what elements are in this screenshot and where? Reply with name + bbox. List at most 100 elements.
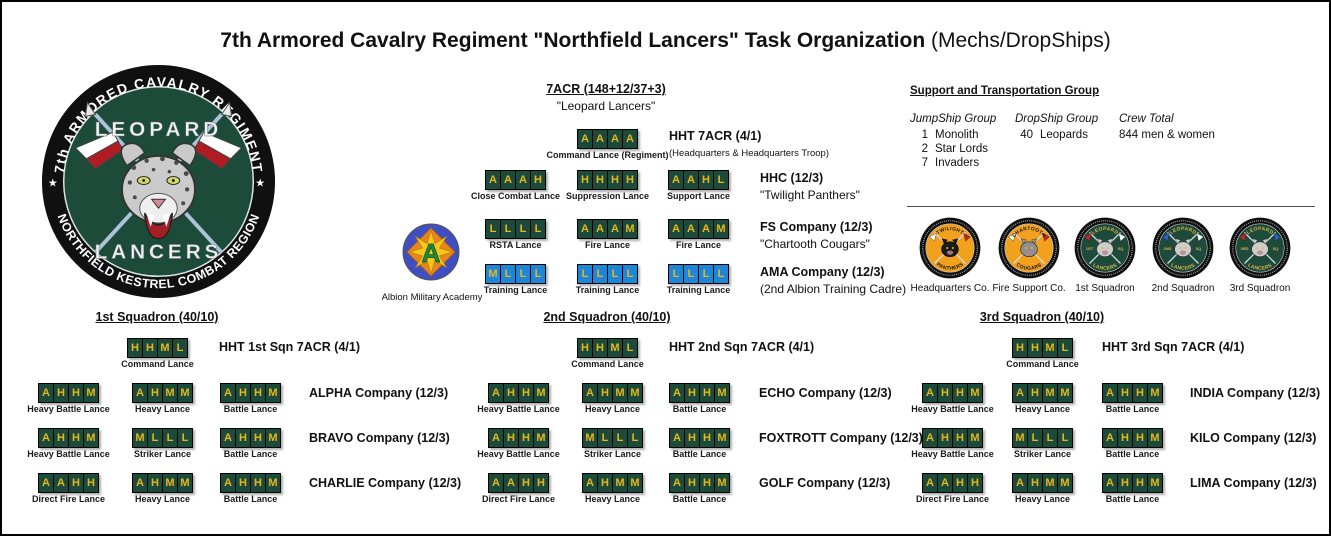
mech-class-box: A bbox=[38, 473, 54, 493]
mech-class-box: H bbox=[684, 383, 700, 403]
badge-label-headquarters-co: Headquarters Co. bbox=[910, 283, 990, 294]
badge-label-fire-support-co: Fire Support Co. bbox=[992, 283, 1066, 294]
mech-class-box: M bbox=[265, 383, 281, 403]
mech-class-box: A bbox=[1012, 473, 1028, 493]
mech-class-box: M bbox=[1057, 383, 1073, 403]
mech-class-box: M bbox=[967, 428, 983, 448]
mech-class-box: M bbox=[627, 383, 643, 403]
mech-class-box: H bbox=[250, 383, 266, 403]
mech-class-box: H bbox=[952, 383, 968, 403]
hht-regiment-subtitle: (Headquarters & Headquarters Troop) bbox=[669, 148, 829, 159]
mech-class-box: A bbox=[922, 428, 938, 448]
mech-class-box: M bbox=[162, 473, 178, 493]
academy-letter-a: A bbox=[421, 238, 440, 268]
mech-class-box: A bbox=[607, 219, 623, 239]
page-title-main: 7th Armored Cavalry Regiment "Northfield… bbox=[220, 29, 926, 52]
hq-nickname: "Leopard Lancers" bbox=[556, 99, 656, 113]
mech-class-box: A bbox=[1012, 383, 1028, 403]
jumpship-group-title: JumpShip Group bbox=[910, 113, 997, 125]
mech-class-box: M bbox=[622, 219, 638, 239]
lance-label: Training Lance bbox=[575, 285, 640, 295]
lance-label: Direct Fire Lance bbox=[481, 494, 556, 504]
mech-class-box: M bbox=[714, 428, 730, 448]
hht-regiment-title: HHT 7ACR (4/1) bbox=[669, 129, 762, 143]
hht-title-sqn-2: HHT 2nd Sqn 7ACR (4/1) bbox=[669, 340, 815, 354]
mech-class-box: H bbox=[1132, 473, 1148, 493]
mech-class-box: M bbox=[1147, 428, 1163, 448]
svg-text:LEOPARD: LEOPARD bbox=[1246, 226, 1275, 236]
svg-text:2ND: 2ND bbox=[1163, 246, 1171, 251]
company-subtitle-fs-company-12-3: "Chartooth Cougars" bbox=[760, 237, 870, 251]
badge-label-2nd-squadron: 2nd Squadron bbox=[1151, 283, 1215, 294]
mech-class-box: L bbox=[698, 264, 714, 284]
crest-star-left-icon: ★ bbox=[48, 177, 58, 189]
mech-class-box: H bbox=[533, 473, 549, 493]
mech-class-box: M bbox=[265, 428, 281, 448]
mech-class-box: H bbox=[699, 473, 715, 493]
lance-label: Close Combat Lance bbox=[470, 191, 561, 201]
lance-label: Striker Lance bbox=[133, 449, 192, 459]
lance-label: Fire Lance bbox=[675, 240, 722, 250]
mech-class-box: L bbox=[683, 264, 699, 284]
crest-star-right-icon: ★ bbox=[255, 177, 265, 189]
mech-class-box: L bbox=[627, 428, 643, 448]
mech-class-box: M bbox=[177, 383, 193, 403]
mech-class-box: M bbox=[627, 473, 643, 493]
mech-class-box: L bbox=[177, 428, 193, 448]
mech-class-box: H bbox=[68, 473, 84, 493]
mech-class-box: L bbox=[1042, 428, 1058, 448]
lance-label: Heavy Battle Lance bbox=[911, 404, 994, 414]
mech-class-box: H bbox=[577, 170, 593, 190]
mech-class-box: L bbox=[500, 219, 516, 239]
lance-label: Heavy Battle Lance bbox=[27, 404, 110, 414]
badge-label-3rd-squadron: 3rd Squadron bbox=[1229, 283, 1291, 294]
lance-label: Striker Lance bbox=[583, 449, 642, 459]
company-title-lima-company-12-3: LIMA Company (12/3) bbox=[1190, 476, 1317, 490]
page-title-suffix: (Mechs/DropShips) bbox=[925, 29, 1111, 52]
company-title-india-company-12-3: INDIA Company (12/3) bbox=[1190, 386, 1321, 400]
company-title-alpha-company-12-3: ALPHA Company (12/3) bbox=[309, 386, 449, 400]
lance-label: Heavy Battle Lance bbox=[477, 449, 560, 459]
lance-label: Command Lance bbox=[1006, 359, 1079, 369]
mech-class-box: A bbox=[220, 473, 236, 493]
mech-class-box: H bbox=[503, 383, 519, 403]
mech-class-box: L bbox=[515, 219, 531, 239]
mech-class-box: L bbox=[622, 338, 638, 358]
mech-class-box: H bbox=[952, 428, 968, 448]
svg-text:LEOPARD: LEOPARD bbox=[1091, 226, 1120, 236]
mech-class-box: H bbox=[967, 473, 983, 493]
lance-label: Battle Lance bbox=[672, 449, 727, 459]
mech-class-box: M bbox=[162, 383, 178, 403]
lance-label: Command Lance bbox=[121, 359, 194, 369]
lance-label: Battle Lance bbox=[672, 494, 727, 504]
svg-text:TWILIGHT: TWILIGHT bbox=[935, 226, 964, 236]
hht-title-sqn-3: HHT 3rd Sqn 7ACR (4/1) bbox=[1102, 340, 1245, 354]
lance-label: Support Lance bbox=[666, 191, 731, 201]
mech-class-box: A bbox=[592, 129, 608, 149]
mech-class-box: H bbox=[937, 428, 953, 448]
mech-class-box: A bbox=[500, 170, 516, 190]
mech-class-box: L bbox=[612, 428, 628, 448]
